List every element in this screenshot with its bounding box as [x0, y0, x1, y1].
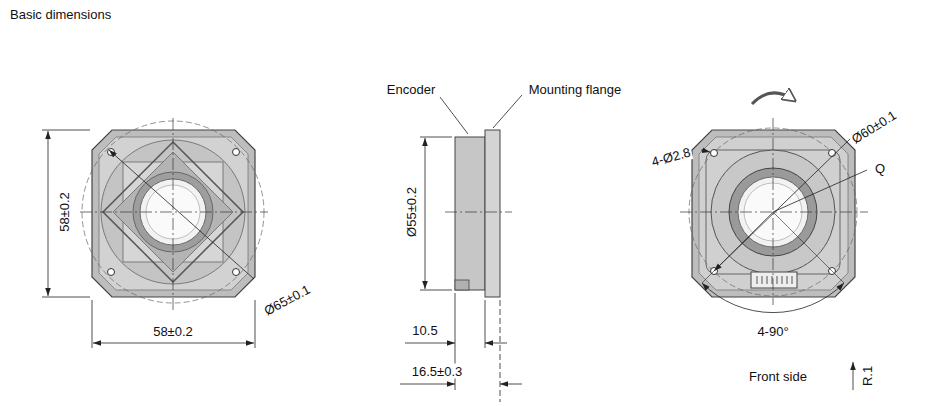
connector-pins: [757, 276, 792, 284]
direction-arrow: [853, 362, 854, 390]
hole: [711, 150, 718, 157]
leader-line: [773, 170, 867, 212]
leader-line: [714, 139, 850, 271]
connector: [751, 272, 797, 288]
angle-text: 4-90°: [756, 324, 789, 339]
dimension-text: 10.5: [411, 323, 438, 338]
dimension-line: [425, 138, 426, 289]
page-title: Basic dimensions: [10, 7, 111, 22]
centerlines: [80, 118, 268, 310]
extension-line: [42, 297, 90, 298]
hole: [233, 149, 240, 156]
view-note: Front side: [748, 369, 808, 384]
dimension-line: [93, 343, 254, 344]
centerline: [80, 212, 268, 213]
encoder-body: [455, 137, 485, 290]
dimension-text: Ø60±0.1: [848, 107, 900, 147]
extension-line: [773, 212, 844, 283]
extension-line: [255, 300, 256, 348]
extension-line: [92, 300, 93, 348]
reference-letter: Q: [874, 161, 886, 176]
angle-arc: [702, 283, 844, 313]
housing-outline: [692, 130, 855, 297]
dimension-text: 4-Ø2.8: [649, 144, 693, 169]
dimension-text: 58±0.2: [152, 324, 194, 339]
leader-line: [440, 97, 468, 134]
front-view: [680, 93, 868, 390]
dimension-lines: [400, 95, 522, 402]
centerline: [173, 118, 174, 310]
dimension-line: [400, 384, 455, 385]
part-name: Mounting flange: [528, 82, 623, 97]
hole: [829, 150, 836, 157]
flange-body: [485, 130, 500, 297]
dimension-text: Ø65±0.1: [261, 281, 314, 319]
dimension-line: [500, 384, 522, 385]
extension-line: [485, 300, 486, 348]
hole: [233, 269, 240, 276]
centerlines: [680, 118, 868, 305]
dimension-text: 16.5±0.3: [411, 364, 464, 379]
encoder-step: [455, 280, 469, 290]
extension-line: [500, 300, 501, 402]
rotation-arrow: [752, 93, 794, 104]
part-name: Encoder: [386, 82, 436, 97]
back-view: [42, 118, 268, 348]
extension-line: [42, 130, 90, 131]
hole: [108, 269, 115, 276]
leader-line: [109, 150, 254, 279]
dimension-text: 58±0.2: [57, 191, 72, 233]
centerline: [445, 212, 512, 213]
dimension-text: Ø55±0.2: [404, 186, 419, 238]
side-view: [400, 95, 522, 402]
dimension-lines: [701, 139, 867, 390]
extension-line: [702, 212, 773, 283]
leader-line: [701, 150, 710, 152]
dimension-line: [405, 343, 455, 344]
dimension-lines: [42, 130, 255, 348]
housing-face: [99, 137, 248, 290]
leader-line: [493, 95, 522, 128]
dimension-line: [485, 343, 507, 344]
housing-outline: [92, 130, 255, 297]
dimension-line: [48, 131, 49, 296]
view-note: R.1: [860, 365, 875, 387]
extension-line: [420, 137, 452, 138]
extension-line: [420, 290, 452, 291]
